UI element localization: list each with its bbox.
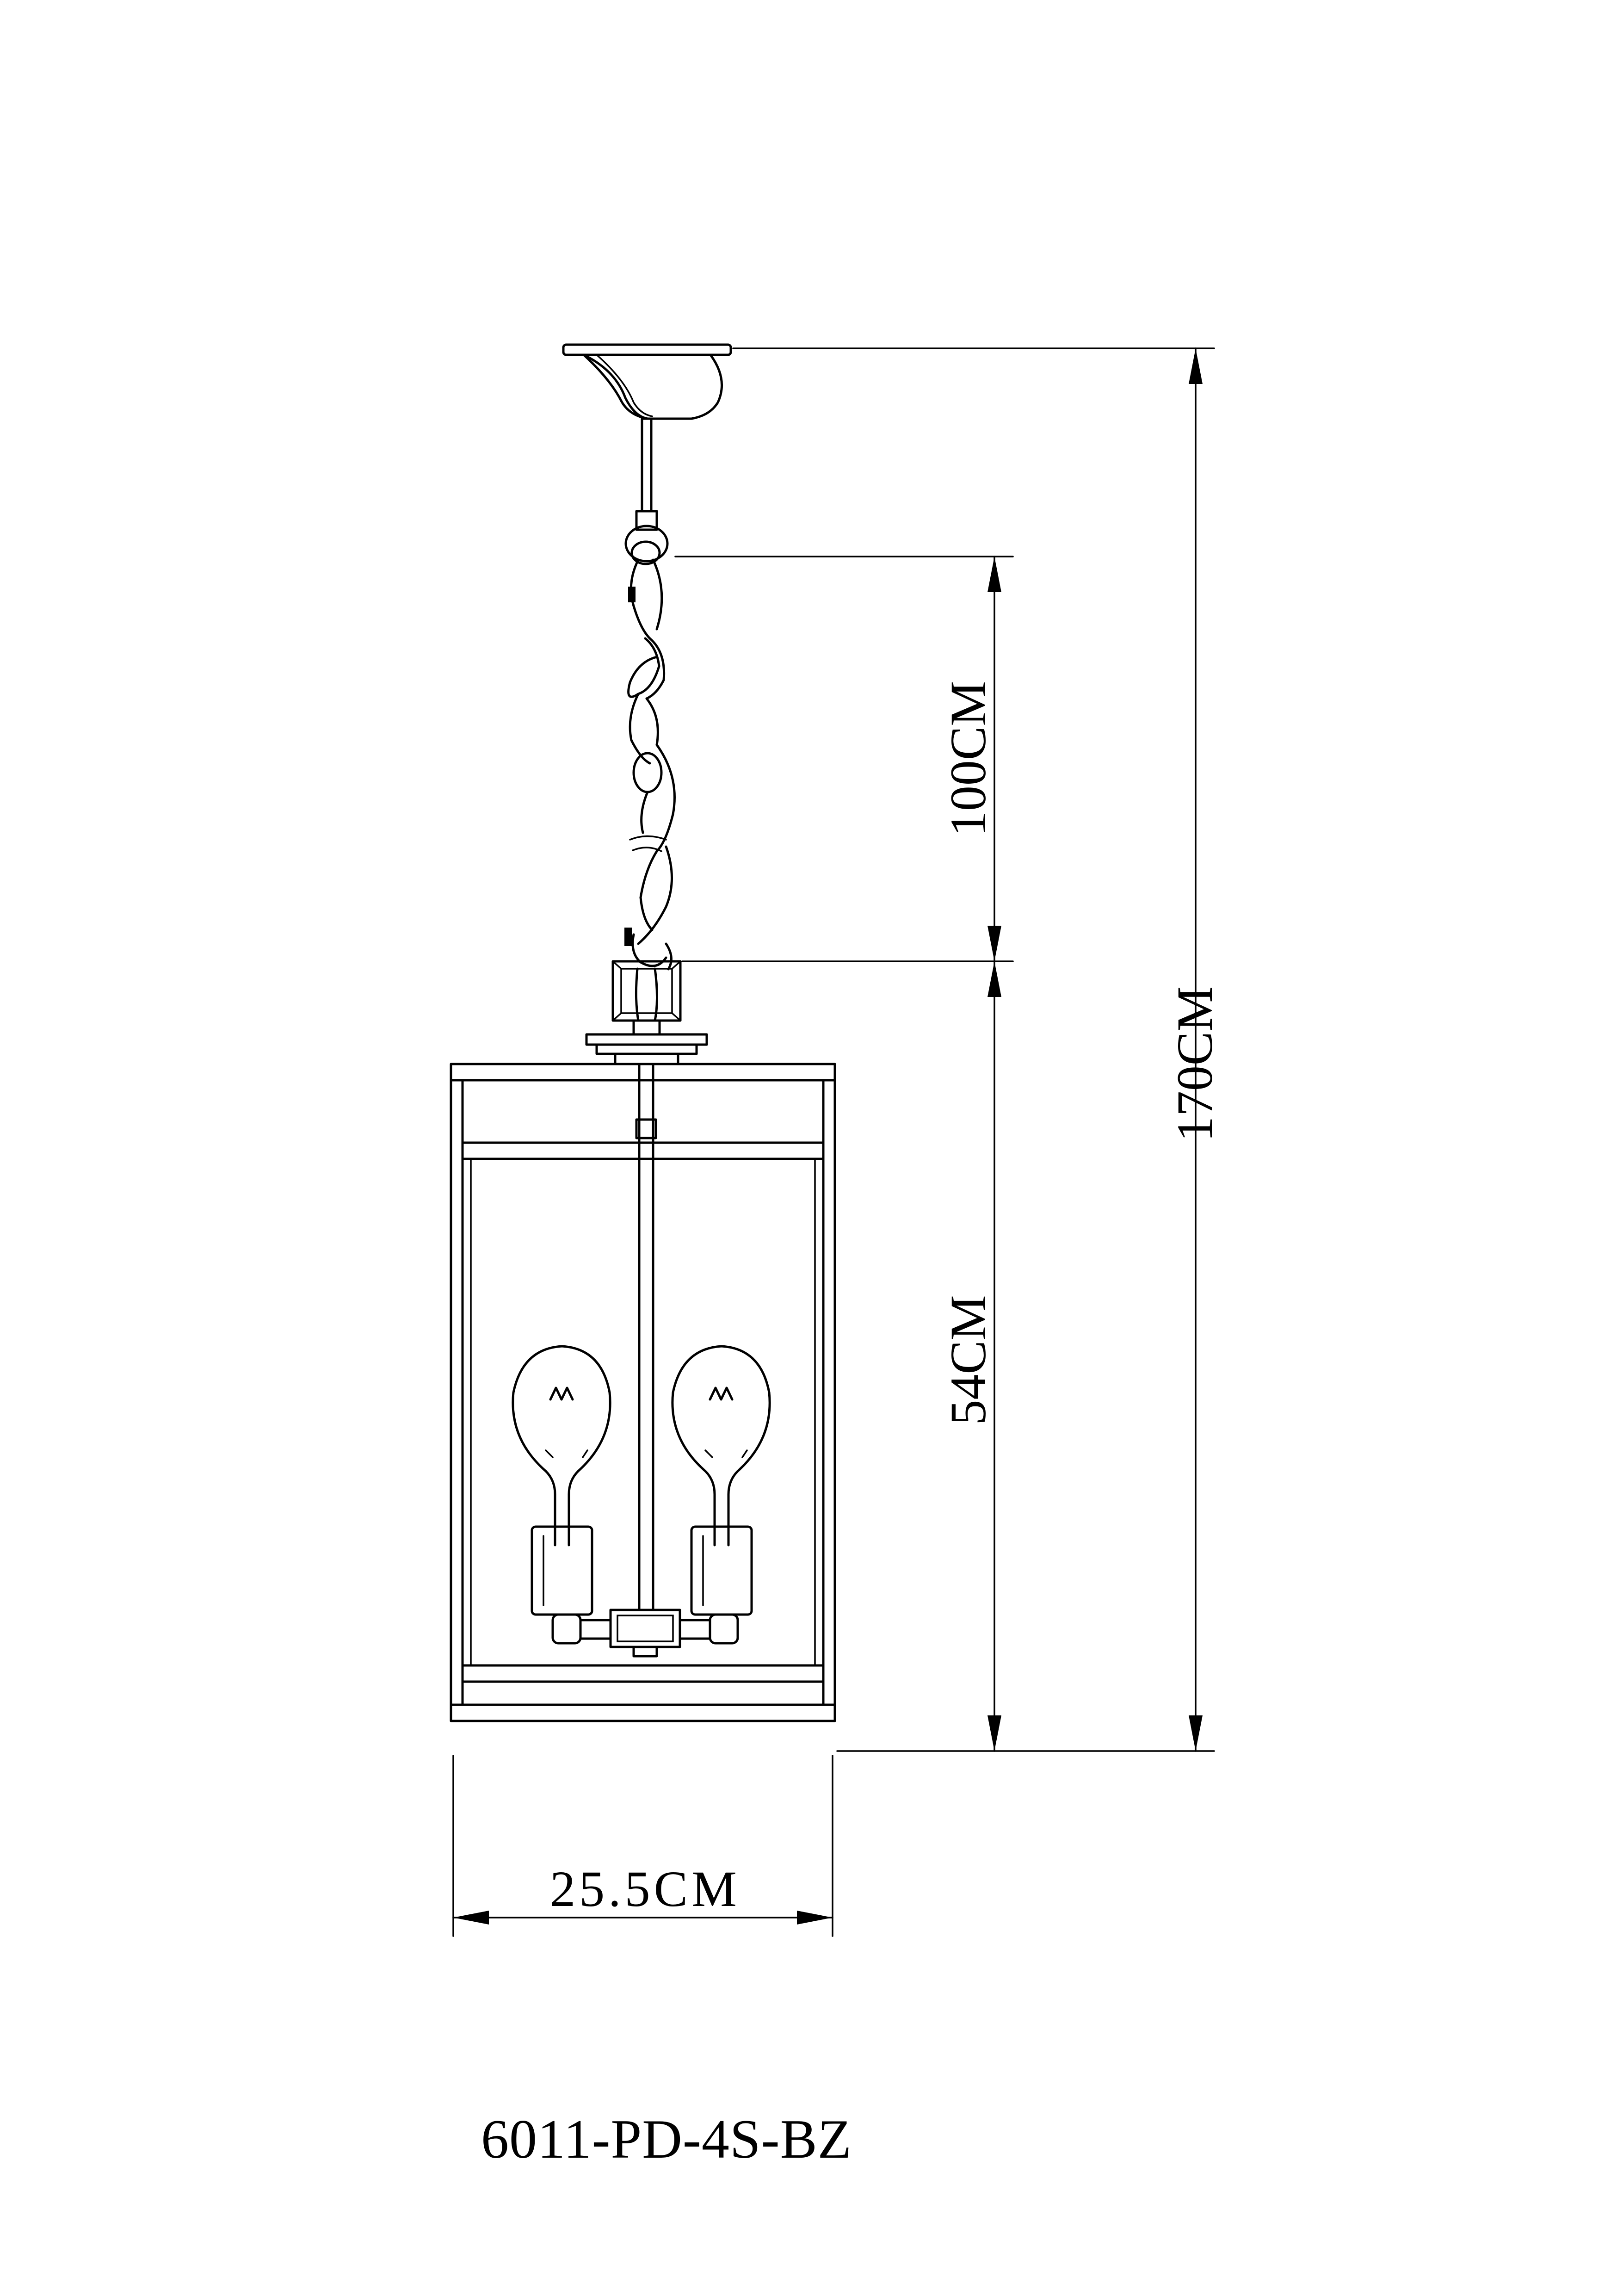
width-label: 25.5CM [550, 1861, 741, 1917]
chain-length-label: 100CM [940, 681, 996, 836]
connector-block [611, 960, 682, 1036]
chain [624, 525, 676, 971]
lantern-height-label: 54CM [940, 1295, 996, 1425]
down-rod [635, 417, 658, 531]
ceiling-canopy [562, 343, 732, 420]
dimension-width: 25.5CM [452, 1755, 833, 1937]
dimension-lantern-height: 54CM [940, 960, 1001, 1752]
light-cluster [551, 1063, 739, 1658]
dimension-total-height: 170CM [732, 347, 1223, 1752]
model-code: 6011-PD-4S-BZ [481, 2108, 852, 2170]
lantern-frame [450, 1033, 836, 1722]
dimension-chain-length: 100CM [674, 556, 1014, 962]
total-height-label: 170CM [1166, 986, 1223, 1142]
right-bulb [671, 1345, 771, 1616]
left-bulb [512, 1345, 611, 1616]
